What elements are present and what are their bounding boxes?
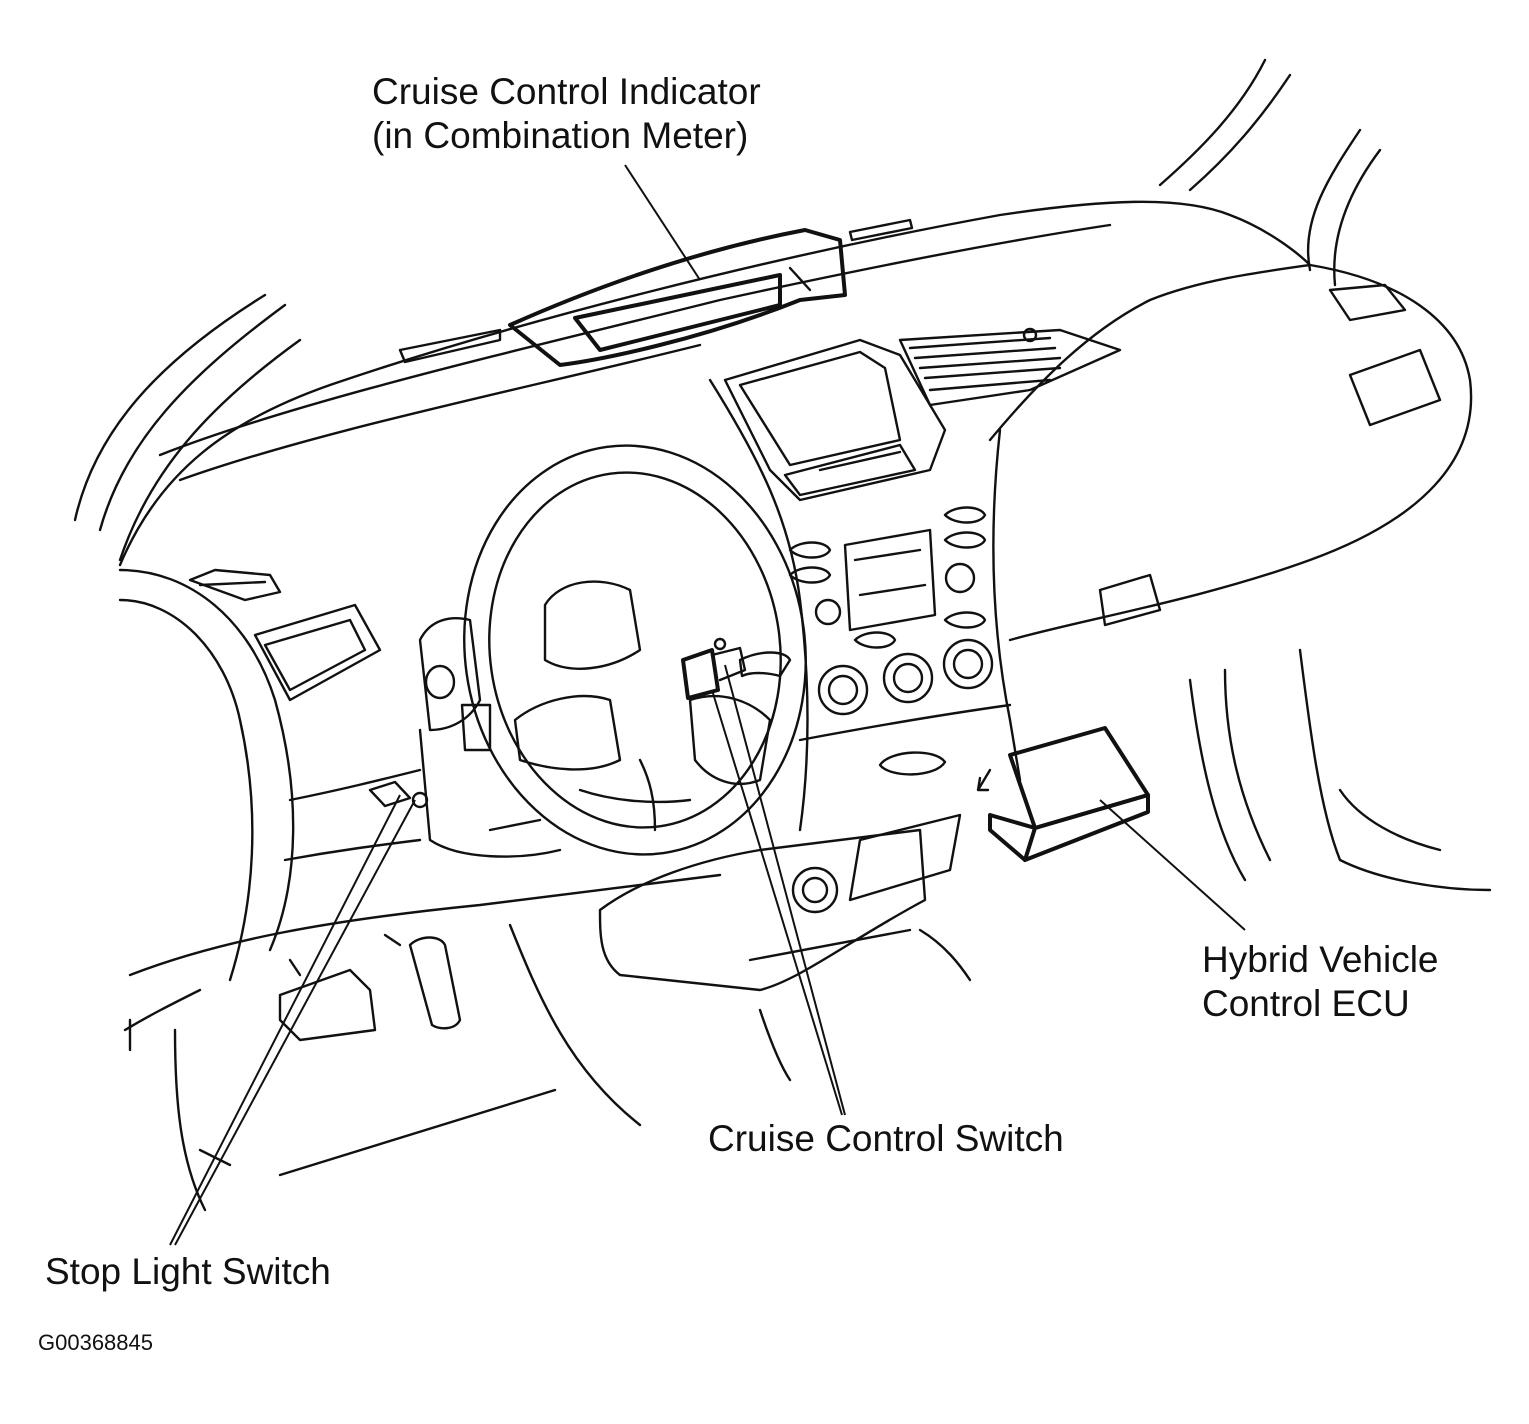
- pedals-floor: [173, 923, 642, 1212]
- dashboard-top: [118, 200, 1312, 567]
- right-dash: [988, 263, 1492, 892]
- label-indicator-line2: (in Combination Meter): [372, 115, 749, 156]
- leader-ecu: [1099, 799, 1246, 931]
- label-ecu-line2: Control ECU: [1202, 983, 1410, 1024]
- hybrid-ecu: [976, 726, 1150, 862]
- label-ecu-line1: Hybrid Vehicle: [1202, 939, 1439, 980]
- leader-indicator: [624, 164, 701, 281]
- leader-stop-switch-b: [174, 799, 416, 1246]
- center-console: [598, 327, 1122, 1082]
- leader-lines: [169, 164, 1246, 1246]
- label-indicator-line1: Cruise Control Indicator: [372, 71, 761, 112]
- left-dash: [118, 568, 722, 1052]
- right-pillar: [1158, 58, 1382, 287]
- leader-cruise-switch-b: [711, 689, 843, 1116]
- combination-meter: [508, 228, 847, 367]
- leader-stop-switch-a: [169, 794, 401, 1246]
- left-pillar: [73, 293, 302, 562]
- figure-code: G00368845: [38, 1330, 153, 1355]
- stop-light-switch: [368, 780, 429, 809]
- leader-cruise-switch-a: [724, 664, 846, 1116]
- cruise-control-switch: [681, 637, 792, 700]
- label-stop-switch: Stop Light Switch: [45, 1251, 331, 1292]
- steering-wheel: [463, 444, 807, 856]
- label-cruise-switch: Cruise Control Switch: [708, 1118, 1064, 1159]
